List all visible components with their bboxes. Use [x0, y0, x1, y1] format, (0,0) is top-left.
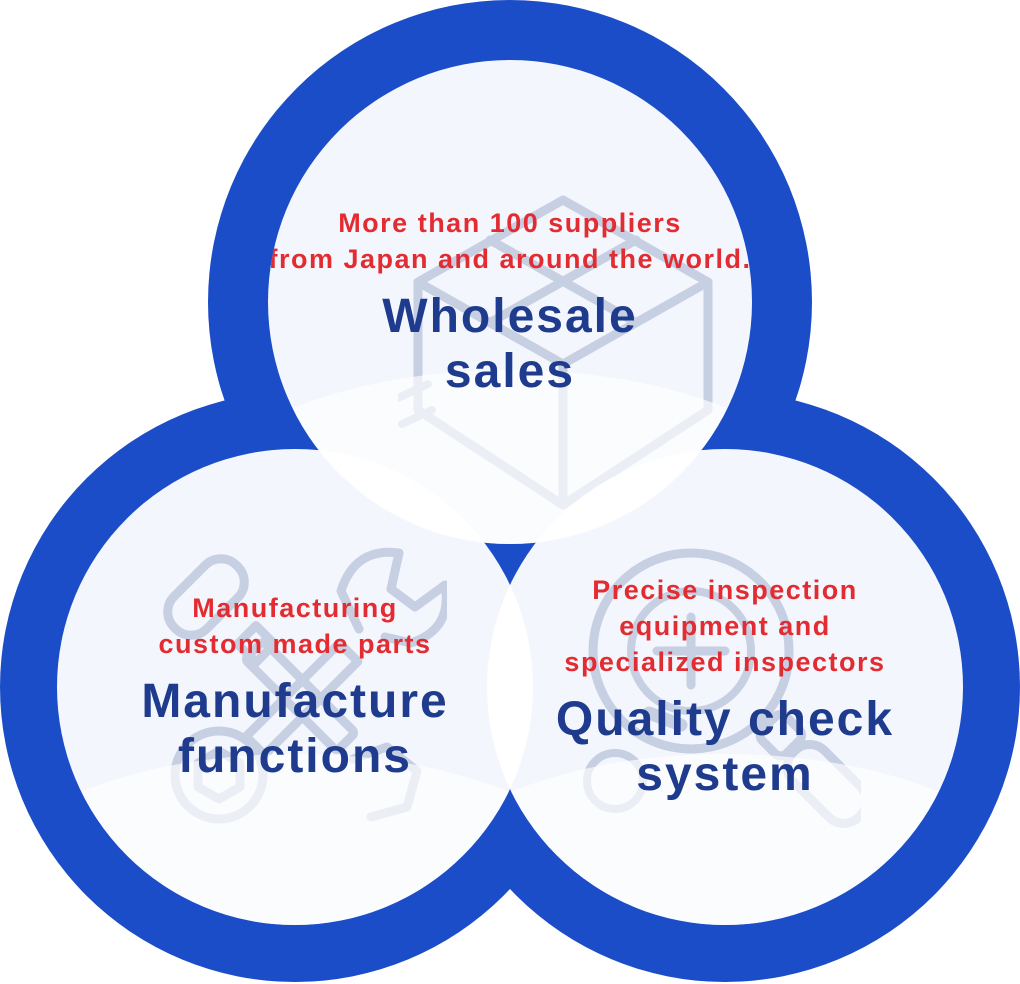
wholesale-circle: More than 100 suppliers from Japan and a… — [268, 60, 752, 544]
title-line: Wholesale — [382, 290, 638, 343]
title-line: Manufacture — [141, 675, 449, 728]
manufacture-tagline: Manufacturing custom made parts — [141, 590, 448, 662]
manufacture-title: Manufacture functions — [141, 674, 448, 784]
tagline-line: from Japan and around the world. — [268, 244, 752, 274]
tagline-line: equipment and — [619, 611, 831, 641]
title-line: Quality check — [555, 693, 895, 746]
title-line: functions — [178, 730, 412, 783]
wholesale-title: Wholesale sales — [268, 289, 751, 399]
quality-title: Quality check system — [556, 692, 894, 802]
title-line: sales — [444, 345, 576, 398]
tagline-line: More than 100 suppliers — [338, 208, 682, 238]
wholesale-tagline: More than 100 suppliers from Japan and a… — [268, 205, 751, 277]
tagline-line: specialized inspectors — [564, 647, 886, 677]
wholesale-text-block: More than 100 suppliers from Japan and a… — [268, 205, 751, 399]
tagline-line: Manufacturing — [192, 593, 398, 623]
quality-tagline: Precise inspection equipment and special… — [556, 572, 894, 680]
tagline-line: Precise inspection — [592, 575, 858, 605]
title-line: system — [636, 748, 814, 801]
quality-text-block: Precise inspection equipment and special… — [556, 572, 894, 802]
tagline-line: custom made parts — [158, 629, 432, 659]
manufacture-text-block: Manufacturing custom made parts Manufact… — [141, 590, 448, 784]
